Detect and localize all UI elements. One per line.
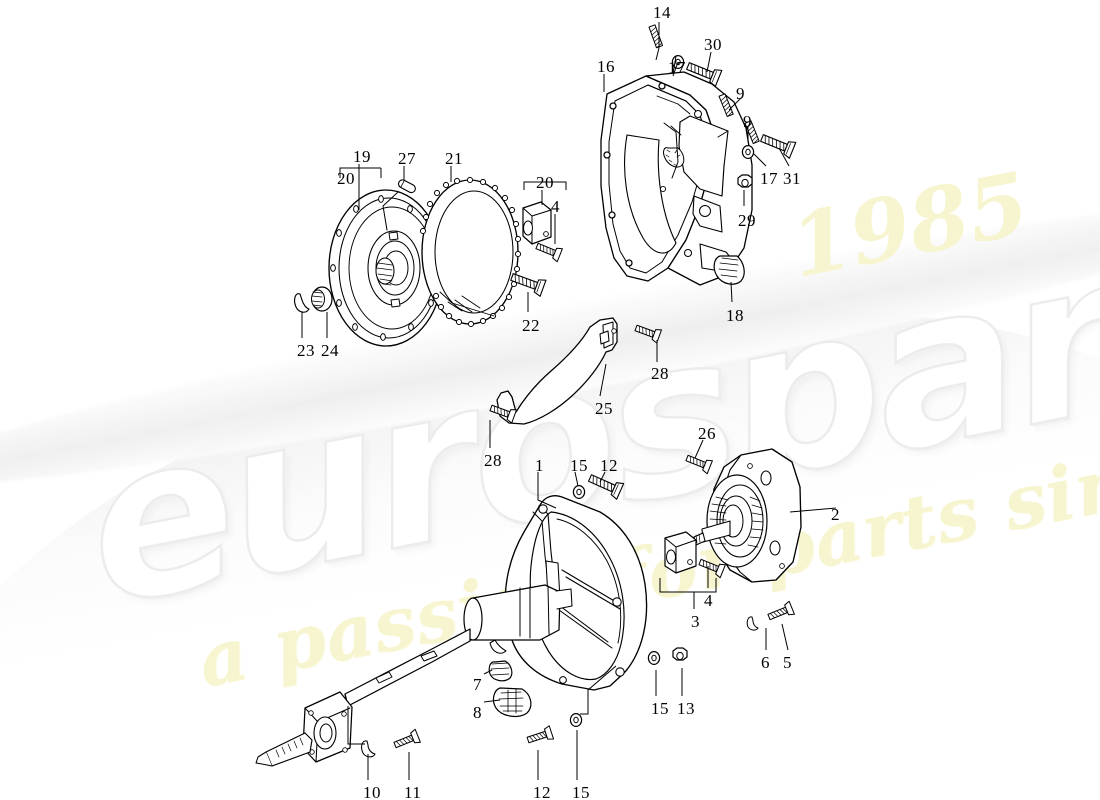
callout-14: 14 [653, 3, 671, 22]
callout-4b: 4 [704, 591, 713, 610]
callout-24: 24 [321, 341, 339, 360]
callout-9b: 9 [743, 112, 752, 131]
callout-2: 2 [831, 505, 840, 524]
callout-27: 27 [398, 149, 416, 168]
callout-10: 10 [363, 783, 381, 800]
callout-20a: 20 [337, 169, 355, 188]
callout-25: 25 [595, 399, 613, 418]
callout-29: 29 [738, 211, 756, 230]
callout-18: 18 [726, 306, 744, 325]
callout-28b: 28 [484, 451, 502, 470]
callout-1: 1 [535, 456, 544, 475]
callout-4a: 4 [551, 197, 560, 216]
callout-15b: 15 [651, 699, 669, 718]
callout-6: 6 [761, 653, 770, 672]
callout-15c: 15 [572, 783, 590, 800]
callout-26: 26 [698, 424, 716, 443]
callout-22: 22 [522, 316, 540, 335]
callout-11: 11 [404, 783, 422, 800]
callout-12a: 12 [600, 456, 618, 475]
callout-28a: 28 [651, 364, 669, 383]
callout-5: 5 [783, 653, 792, 672]
callout-9a: 9 [736, 84, 745, 103]
callout-13: 13 [677, 699, 695, 718]
callout-19: 19 [353, 147, 371, 166]
callout-16: 16 [597, 57, 615, 76]
callout-8: 8 [473, 703, 482, 722]
callout-21: 21 [445, 149, 463, 168]
callout-15a: 15 [570, 456, 588, 475]
callout-3: 3 [691, 612, 700, 631]
callout-31: 31 [783, 169, 801, 188]
callout-12b: 12 [533, 783, 551, 800]
callout-20b: 20 [536, 173, 554, 192]
callout-17b: 17 [760, 169, 778, 188]
callout-17a: 17 [668, 58, 686, 77]
callout-30: 30 [704, 35, 722, 54]
callout-7: 7 [473, 675, 482, 694]
callout-23: 23 [297, 341, 315, 360]
